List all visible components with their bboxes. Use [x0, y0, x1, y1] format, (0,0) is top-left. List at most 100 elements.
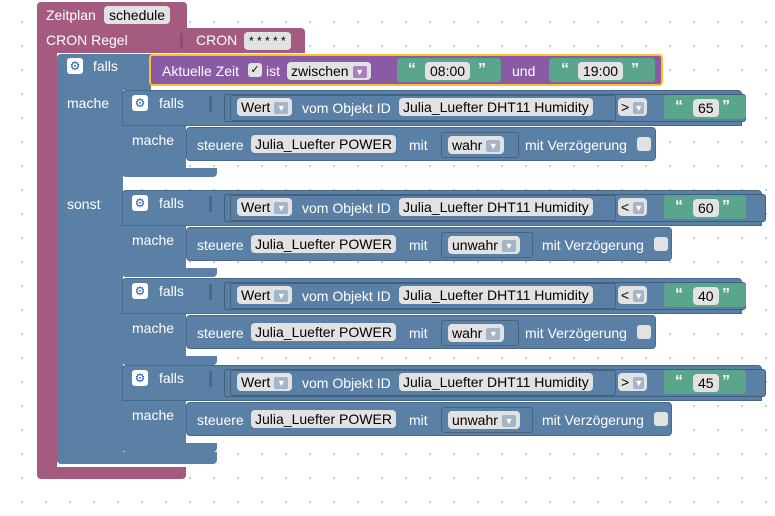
target-field[interactable]: Julia_Luefter POWER — [251, 235, 396, 253]
with-label: mit — [409, 137, 428, 153]
operator-dropdown[interactable]: <▼ — [618, 198, 648, 216]
value-dropdown[interactable]: Wert▼ — [237, 198, 293, 216]
operator-dropdown[interactable]: <▼ — [618, 286, 648, 304]
bool-dropdown[interactable]: wahr▼ — [448, 324, 505, 342]
bool-value: unwahr — [452, 412, 498, 428]
outer-else-label: sonst — [67, 196, 101, 212]
object-id-field[interactable]: Julia_Luefter DHT11 Humidity — [399, 286, 593, 304]
delay-checkbox[interactable] — [654, 412, 668, 426]
input-slot — [209, 371, 212, 387]
schedule-bottom — [37, 467, 186, 479]
chevron-down-icon: ▼ — [274, 202, 289, 215]
gear-icon[interactable]: ⚙ — [132, 370, 148, 386]
action-label: steuere — [197, 412, 244, 428]
outer-if-spine — [57, 90, 123, 462]
compare-value[interactable]: 65 — [693, 99, 719, 117]
value-dropdown[interactable]: Wert▼ — [237, 373, 293, 391]
gear-icon[interactable]: ⚙ — [132, 195, 148, 211]
close-quote-icon: ” — [722, 198, 730, 215]
chevron-down-icon: ▼ — [274, 102, 289, 115]
outer-if-bottom — [57, 452, 217, 464]
chevron-down-icon: ▼ — [274, 290, 289, 303]
bool-value: unwahr — [452, 237, 498, 253]
chevron-down-icon: ▼ — [486, 328, 501, 341]
if-label: falls — [159, 283, 184, 299]
with-label: mit — [409, 412, 428, 428]
if-bottom — [122, 268, 217, 277]
then-label: mache — [132, 407, 175, 423]
delay-checkbox[interactable] — [637, 137, 651, 151]
operator-value: > — [621, 99, 630, 115]
bool-dropdown[interactable]: unwahr▼ — [448, 236, 520, 254]
close-quote-icon: ” — [631, 61, 639, 78]
target-field[interactable]: Julia_Luefter POWER — [251, 410, 396, 428]
operator-value: < — [621, 287, 630, 303]
then-label: mache — [132, 132, 175, 148]
gear-icon[interactable]: ⚙ — [132, 95, 148, 111]
with-label: mit — [409, 325, 428, 341]
operator-dropdown[interactable]: >▼ — [618, 98, 648, 116]
operator-value: > — [621, 374, 630, 390]
bool-dropdown[interactable]: unwahr▼ — [448, 411, 520, 429]
cron-value[interactable]: * * * * * — [244, 32, 291, 50]
schedule-spine — [37, 53, 57, 467]
operator-dropdown[interactable]: >▼ — [618, 373, 648, 391]
open-quote-icon: “ — [675, 198, 683, 215]
compare-value[interactable]: 40 — [693, 287, 719, 305]
time-condition-label: Aktuelle Zeit — [162, 63, 240, 79]
bool-dropdown[interactable]: wahr▼ — [448, 136, 505, 154]
object-id-field[interactable]: Julia_Luefter DHT11 Humidity — [399, 198, 593, 216]
object-label: vom Objekt ID — [302, 100, 391, 116]
object-id-field[interactable]: Julia_Luefter DHT11 Humidity — [399, 373, 593, 391]
gear-icon[interactable]: ⚙ — [67, 58, 83, 74]
then-label: mache — [132, 320, 175, 336]
action-block[interactable] — [186, 315, 656, 349]
time-is-label: ist — [266, 63, 280, 79]
value-dropdown[interactable]: Wert▼ — [237, 98, 293, 116]
if-spine — [122, 226, 186, 272]
object-id-field[interactable]: Julia_Luefter DHT11 Humidity — [399, 98, 593, 116]
close-quote-icon: ” — [478, 61, 486, 78]
if-bottom — [122, 168, 217, 177]
object-label: vom Objekt ID — [302, 288, 391, 304]
time-from-value[interactable]: 08:00 — [425, 62, 471, 80]
chevron-down-icon: ▼ — [274, 377, 289, 390]
time-operator-dropdown[interactable]: zwischen▼ — [287, 62, 371, 80]
value-dropdown-label: Wert — [241, 199, 271, 215]
time-to-value[interactable]: 19:00 — [578, 62, 624, 80]
if-label: falls — [159, 370, 184, 386]
close-quote-icon: ” — [722, 373, 730, 390]
with-label: mit — [409, 237, 428, 253]
delay-checkbox[interactable] — [637, 325, 651, 339]
target-field[interactable]: Julia_Luefter POWER — [251, 323, 396, 341]
compare-value[interactable]: 45 — [693, 374, 719, 392]
time-checkbox[interactable]: ✓ — [248, 63, 262, 77]
value-dropdown[interactable]: Wert▼ — [237, 286, 293, 304]
gear-icon[interactable]: ⚙ — [132, 283, 148, 299]
compare-value[interactable]: 60 — [693, 199, 719, 217]
time-operator-value: zwischen — [291, 63, 349, 79]
chevron-down-icon: ▼ — [486, 140, 501, 153]
cron-inline-slot — [180, 33, 183, 49]
if-label: falls — [159, 95, 184, 111]
open-quote-icon: “ — [675, 286, 683, 303]
action-label: steuere — [197, 137, 244, 153]
cron-rule-label: CRON Regel — [46, 32, 128, 48]
action-label: steuere — [197, 237, 244, 253]
chevron-down-icon: ▼ — [501, 415, 516, 428]
value-dropdown-label: Wert — [241, 287, 271, 303]
input-slot — [209, 284, 212, 300]
open-quote-icon: “ — [675, 98, 683, 115]
target-field[interactable]: Julia_Luefter POWER — [251, 135, 396, 153]
delay-label: mit Verzögerung — [542, 412, 644, 428]
chevron-down-icon: ▼ — [633, 290, 645, 303]
open-quote-icon: “ — [675, 373, 683, 390]
value-dropdown-label: Wert — [241, 374, 271, 390]
delay-checkbox[interactable] — [654, 237, 668, 251]
if-spine — [122, 126, 186, 172]
time-and-label: und — [512, 63, 536, 79]
schedule-type-pill[interactable]: schedule — [104, 6, 171, 24]
input-slot — [209, 96, 212, 112]
if-bottom — [122, 443, 217, 452]
open-quote-icon: “ — [408, 61, 416, 78]
